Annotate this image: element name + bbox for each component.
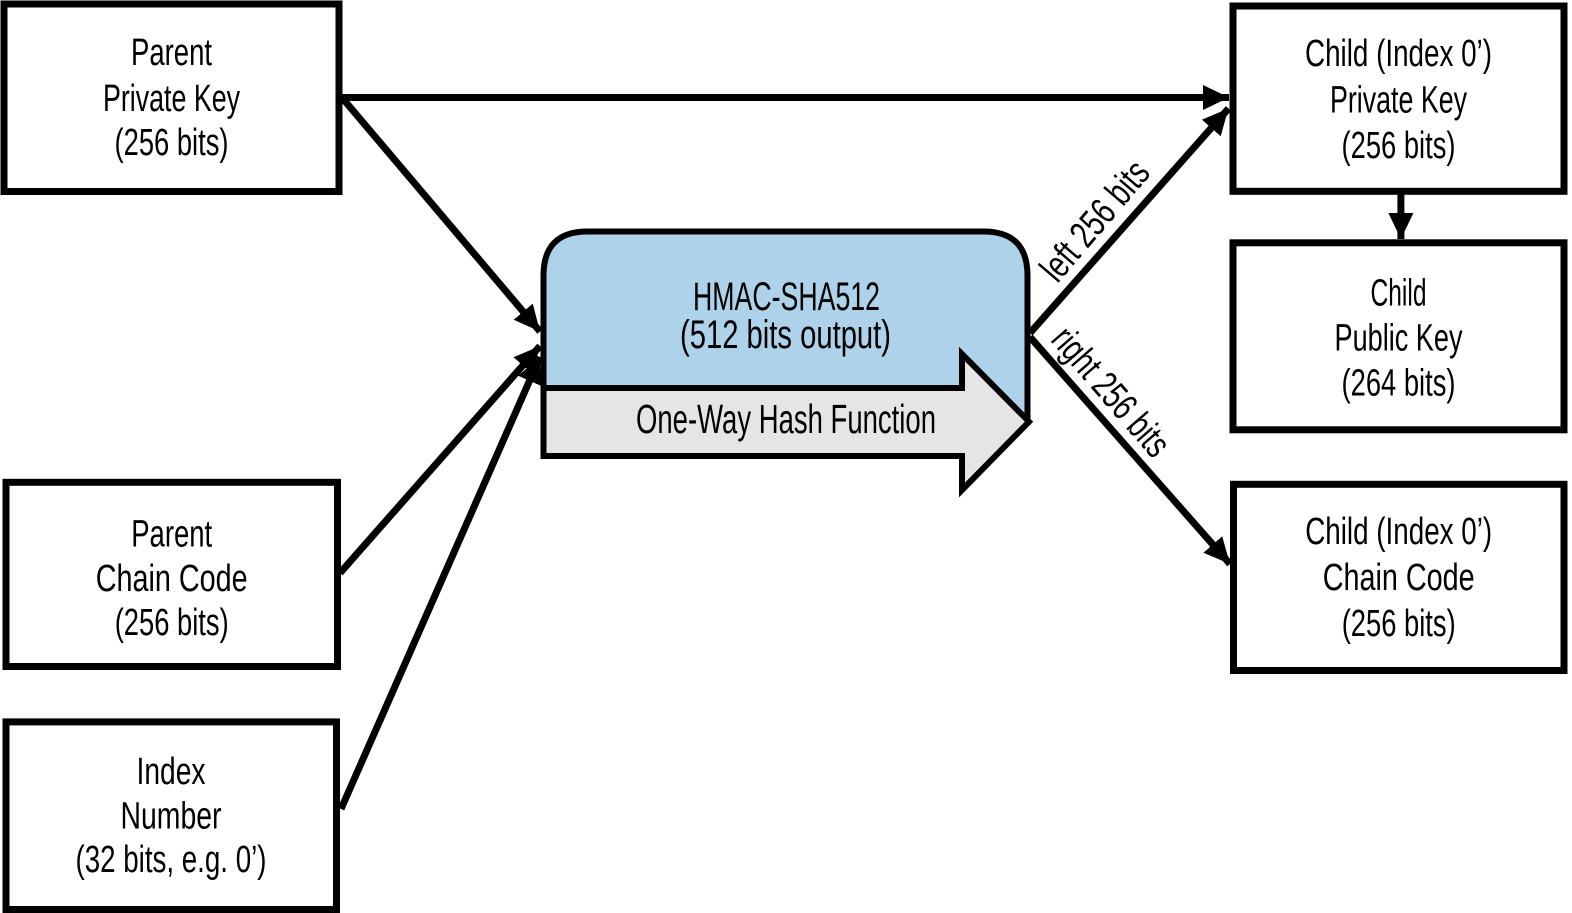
- svg-text:(256 bits): (256 bits): [1342, 603, 1456, 645]
- svg-text:(264 bits): (264 bits): [1342, 362, 1456, 404]
- svg-text:Child (Index 0’): Child (Index 0’): [1305, 511, 1492, 553]
- svg-text:Child (Index 0’): Child (Index 0’): [1305, 33, 1492, 75]
- svg-text:Parent: Parent: [131, 513, 212, 555]
- svg-text:Public Key: Public Key: [1335, 317, 1463, 359]
- svg-text:Child: Child: [1371, 273, 1427, 315]
- svg-text:(256 bits): (256 bits): [115, 122, 229, 164]
- svg-text:HMAC-SHA512: HMAC-SHA512: [693, 275, 880, 319]
- svg-text:Private Key: Private Key: [1330, 79, 1467, 121]
- svg-text:(256 bits): (256 bits): [1342, 125, 1456, 167]
- svg-text:(512 bits output): (512 bits output): [680, 313, 891, 357]
- svg-text:Private Key: Private Key: [103, 78, 240, 120]
- svg-text:Number: Number: [121, 795, 222, 837]
- svg-text:Chain Code: Chain Code: [96, 558, 248, 600]
- svg-text:left 256 bits: left 256 bits: [1032, 152, 1158, 290]
- svg-text:Index: Index: [137, 751, 206, 793]
- svg-text:One-Way Hash Function: One-Way Hash Function: [636, 396, 936, 442]
- svg-text:(32 bits, e.g. 0’): (32 bits, e.g. 0’): [76, 839, 267, 881]
- svg-text:(256 bits): (256 bits): [115, 602, 229, 644]
- svg-text:Parent: Parent: [131, 32, 212, 74]
- svg-text:Chain Code: Chain Code: [1323, 557, 1475, 599]
- svg-text:right 256 bits: right 256 bits: [1043, 319, 1178, 466]
